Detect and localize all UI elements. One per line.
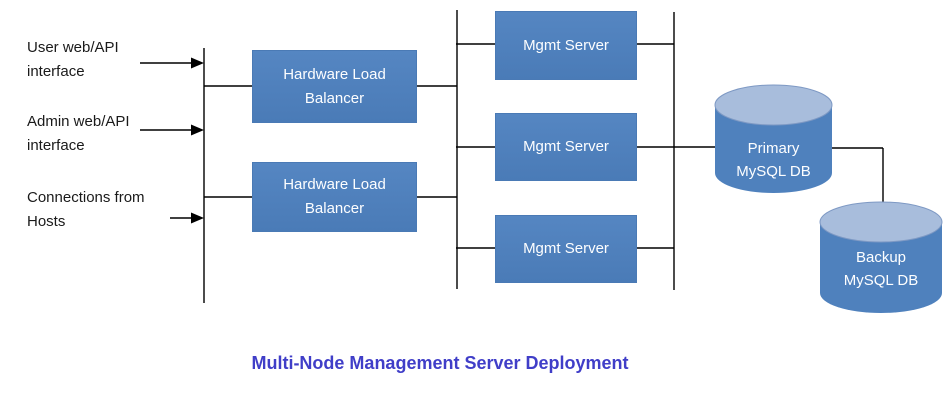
mgmt-server-label: Mgmt Server [523,240,609,257]
backup-db-cylinder-body [820,222,942,313]
mgmt-server-box-1: Mgmt Server [495,11,637,80]
primary-db-label-line1: Primary [747,140,800,157]
input-label-hosts-line2: Hosts [27,213,66,230]
mgmt-server-box-2: Mgmt Server [495,113,637,181]
arrowhead-icon [191,57,204,69]
input-label-hosts: Connections from Hosts [27,186,197,234]
primary-db-label-line2: MySQL DB [736,163,811,180]
primary-db-label: Primary MySQL DB [715,137,832,183]
arrowhead-icon [191,212,204,224]
load-balancer-box-1: Hardware Load Balancer [252,50,417,123]
diagram-title: Multi-Node Management Server Deployment [251,353,629,373]
mgmt-server-box-3: Mgmt Server [495,215,637,283]
input-label-hosts-line1: Connections from [27,189,145,206]
input-label-admin: Admin web/API interface [27,110,197,158]
load-balancer-box-2: Hardware Load Balancer [252,162,417,232]
primary-db-cylinder-top [714,84,833,126]
mgmt-server-label: Mgmt Server [523,36,609,54]
primary-db-cylinder-body [715,105,832,194]
input-label-admin-line2: interface [27,137,85,154]
backup-db-label: Backup MySQL DB [820,246,942,292]
arrowhead-icon [191,124,204,136]
backup-db-cylinder-top [819,201,943,243]
input-label-admin-line1: Admin web/API [27,113,130,130]
input-label-user-line2: interface [27,63,85,80]
backup-db-label-line2: MySQL DB [843,272,919,289]
load-balancer-label: Hardware Load Balancer [283,65,386,107]
backup-db-label-line1: Backup [855,249,907,266]
load-balancer-label: Hardware Load Balancer [283,176,386,217]
mgmt-server-label: Mgmt Server [523,138,609,155]
input-label-user: User web/API interface [27,36,197,84]
input-label-user-line1: User web/API [27,39,119,56]
